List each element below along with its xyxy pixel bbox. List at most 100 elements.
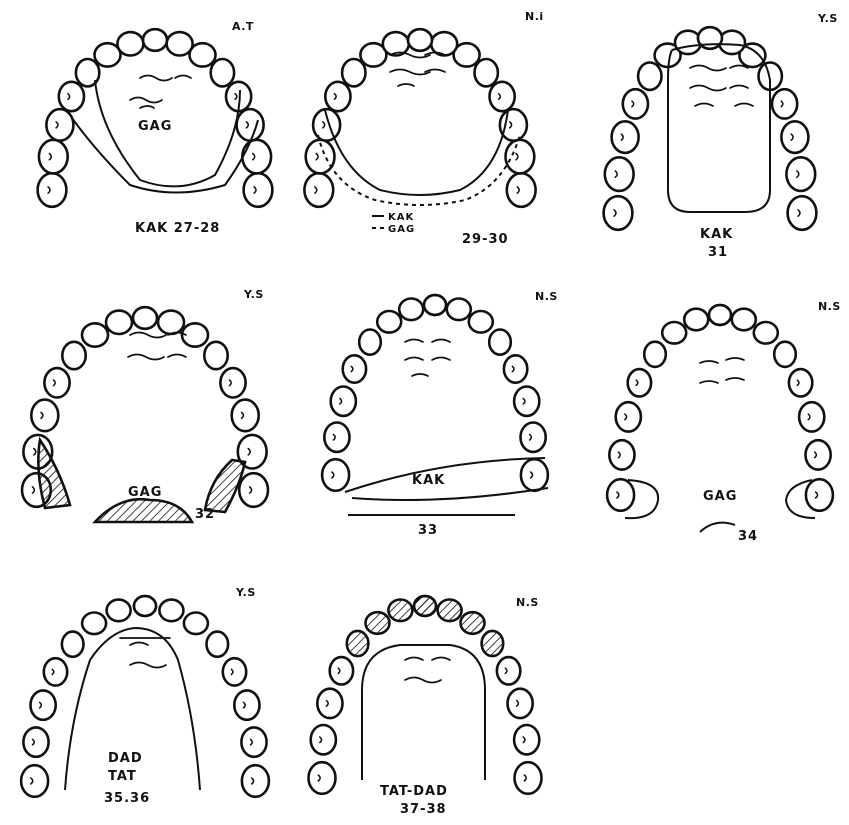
tooth — [719, 31, 745, 54]
tooth — [223, 658, 246, 685]
contact-label: DAD — [108, 751, 143, 766]
tongue-contact-outline-kak — [345, 458, 548, 500]
tooth — [774, 342, 796, 367]
tooth — [623, 89, 648, 118]
tooth — [107, 600, 131, 622]
speaker-initials: N.S — [818, 300, 841, 313]
tooth — [475, 59, 498, 86]
contact-label: TAT — [108, 769, 137, 784]
tooth — [234, 690, 259, 719]
contact-label: GAG — [128, 485, 162, 500]
tooth — [309, 762, 336, 794]
legend-label-gag: GAG — [388, 224, 415, 235]
dental-arch — [21, 596, 269, 797]
palatogram-7: DAD TAT 35.36 Y.S — [21, 586, 269, 806]
speaker-initials: A.T — [232, 20, 254, 33]
tooth — [497, 657, 520, 684]
tooth — [330, 657, 353, 684]
tooth — [424, 295, 446, 315]
tooth — [482, 631, 504, 656]
tooth — [447, 299, 471, 321]
tooth — [514, 387, 539, 416]
tooth — [644, 342, 666, 367]
tooth — [30, 690, 55, 719]
tooth — [324, 423, 349, 452]
tooth — [806, 440, 831, 469]
tooth — [237, 109, 264, 141]
tooth — [31, 400, 58, 432]
palatogram-8: TAT-DAD 37-38 N.S — [309, 596, 542, 817]
speaker-initials: N.S — [535, 290, 558, 303]
palatal-rugae — [120, 638, 170, 668]
tooth — [143, 29, 167, 51]
tooth — [377, 311, 401, 333]
palatogram-2: KAK GAG 29-30 N.i — [304, 10, 543, 247]
tooth — [167, 32, 193, 55]
dental-arch — [322, 295, 548, 491]
tooth — [754, 322, 778, 344]
palatogram-6: GAG 34 N.S — [607, 300, 841, 544]
palatal-rugae — [405, 340, 450, 377]
contact-label: GAG — [138, 119, 172, 134]
tooth — [220, 368, 245, 397]
tooth — [388, 600, 412, 622]
tooth — [82, 613, 106, 635]
tooth — [521, 459, 548, 491]
tongue-contact-outline — [362, 645, 485, 780]
tooth — [788, 196, 817, 230]
contact-label: 35.36 — [104, 791, 150, 806]
tooth — [325, 82, 350, 111]
palatal-rugae — [700, 358, 744, 383]
dental-arch — [309, 596, 542, 794]
tooth — [490, 82, 515, 111]
contact-label: GAG — [703, 489, 737, 504]
tooth — [507, 689, 532, 718]
palatogram-3: KAK 31 Y.S — [604, 12, 838, 260]
tooth — [438, 600, 462, 622]
speaker-initials: Y.S — [243, 288, 264, 301]
contact-label: KAK — [412, 473, 445, 488]
tooth — [244, 173, 273, 207]
tooth — [732, 309, 756, 331]
tooth — [507, 173, 536, 207]
tooth — [44, 658, 67, 685]
tooth — [59, 82, 84, 111]
speaker-initials: N.i — [525, 10, 544, 23]
tooth — [616, 402, 641, 431]
tooth — [62, 342, 85, 369]
tooth — [414, 596, 436, 616]
tooth — [383, 32, 409, 55]
tooth — [343, 355, 366, 382]
tooth — [359, 330, 381, 355]
tooth — [46, 109, 73, 141]
tooth — [806, 479, 833, 511]
tooth — [134, 596, 156, 616]
tongue-contact-outline-kak — [325, 110, 508, 195]
tooth — [506, 140, 535, 174]
tooth — [604, 196, 633, 230]
tooth — [786, 157, 815, 191]
contact-label: KAK 27-28 — [135, 221, 220, 236]
tooth — [44, 368, 69, 397]
tooth — [158, 311, 184, 334]
tooth — [159, 600, 183, 622]
hatched-contact-center — [95, 499, 192, 522]
contact-label: KAK — [700, 227, 733, 242]
tooth — [521, 423, 546, 452]
tooth — [612, 121, 639, 153]
speaker-initials: Y.S — [817, 12, 838, 25]
tooth — [605, 157, 634, 191]
tooth — [304, 173, 333, 207]
dental-arch — [604, 27, 817, 230]
tooth — [408, 29, 432, 51]
tooth — [239, 473, 268, 507]
speaker-initials: N.S — [516, 596, 539, 609]
tooth — [399, 299, 423, 321]
tooth — [204, 342, 227, 369]
tooth — [366, 612, 390, 634]
tooth — [489, 330, 511, 355]
tooth — [515, 762, 542, 794]
palatal-rugae — [405, 658, 450, 683]
tooth — [500, 109, 527, 141]
tooth — [322, 459, 349, 491]
